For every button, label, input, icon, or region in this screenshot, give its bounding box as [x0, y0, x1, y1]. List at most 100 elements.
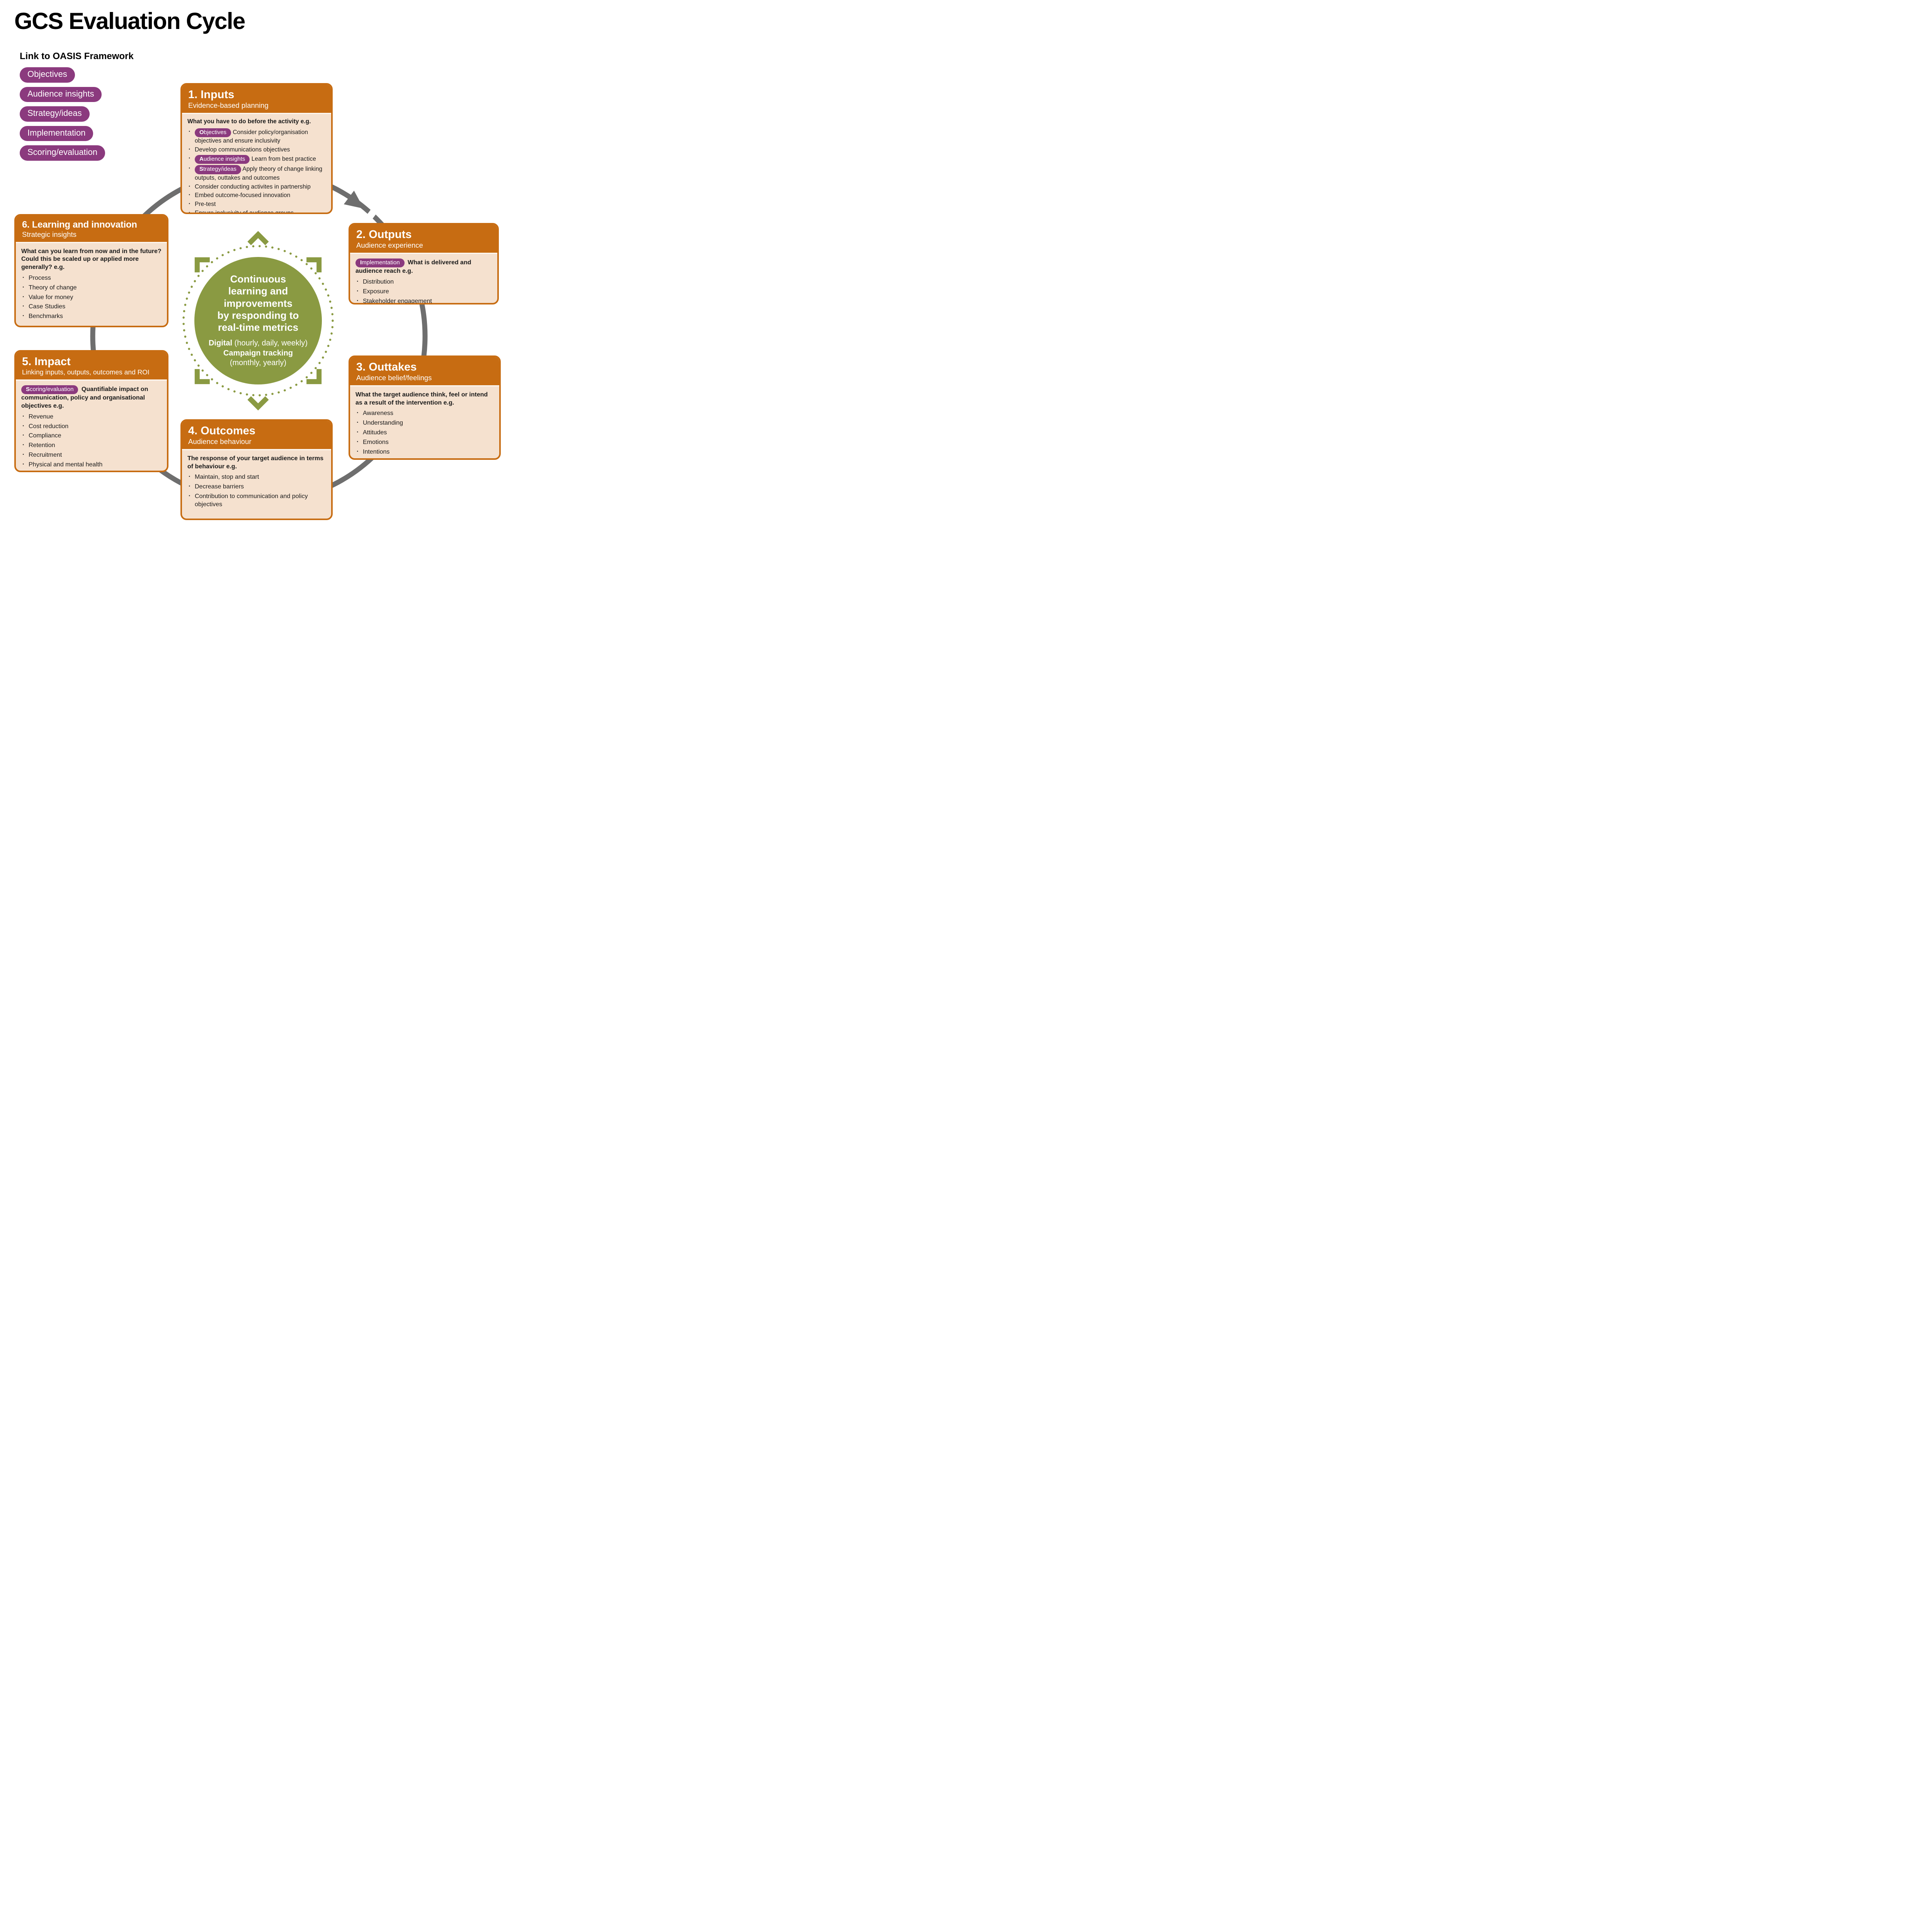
oasis-legend: Link to OASIS Framework Objectives Audie… [20, 51, 134, 165]
bullet-item: Stakeholder engagement [355, 297, 492, 303]
center-line: real-time metrics [218, 321, 299, 333]
bullet-item: Theory of change [21, 284, 162, 292]
box-5-intro: Scoring/evaluation Quantifiable impact o… [21, 385, 162, 410]
box-6-learning-innovation: 6. Learning and innovation Strategic ins… [14, 214, 168, 327]
bullet-item: Exposure [355, 287, 492, 296]
metric-detail: (monthly, yearly) [230, 359, 287, 367]
bullet-text: Value for money [29, 294, 73, 301]
oasis-pill: Objectives [195, 128, 231, 138]
center-line: improvements [224, 297, 293, 309]
gcs-evaluation-cycle-diagram: GCS Evaluation Cycle Link to OASIS Frame… [0, 0, 515, 556]
box-4-title: 4. Outcomes [188, 425, 256, 437]
bullet-item: Compliance [21, 432, 162, 440]
box-1-subtitle: Evidence-based planning [188, 101, 269, 110]
metric-label: Campaign tracking [223, 349, 293, 357]
bullet-item: Cost reduction [21, 422, 162, 431]
box-4-intro: The response of your target audience in … [187, 455, 324, 470]
box-6-title: 6. Learning and innovation [22, 219, 137, 230]
box-2-outputs: 2. Outputs Audience experience Implement… [349, 223, 499, 304]
box-4-body: The response of your target audience in … [182, 450, 331, 514]
box-3-header: 3. Outtakes Audience belief/feelings [350, 357, 499, 386]
bullet-item: Revenue [21, 413, 162, 421]
center-message: Continuous learning and improvements by … [218, 273, 299, 333]
bullet-item: Emotions [355, 438, 494, 447]
box-3-subtitle: Audience belief/feelings [356, 374, 432, 382]
bullet-text: Pre-test [195, 201, 216, 208]
bullet-item: Contribution to communication and policy… [187, 492, 326, 509]
page-title: GCS Evaluation Cycle [14, 8, 245, 34]
oasis-pill: Audience insights [195, 155, 250, 164]
metric-detail: (hourly, daily, weekly) [234, 339, 308, 348]
bullet-text: Intentions [363, 448, 390, 455]
bullet-item: Awareness [355, 409, 494, 418]
bullet-text: Measurements of KPIs [29, 471, 91, 472]
bullet-item: Process [21, 274, 162, 282]
box-3-title: 3. Outtakes [356, 361, 417, 373]
box-6-header: 6. Learning and innovation Strategic ins… [16, 216, 167, 243]
center-line: learning and [228, 285, 288, 297]
bullet-text: Attitudes [363, 429, 387, 436]
bullet-text: Revenue [29, 413, 54, 420]
bullet-item: Audience insights Learn from best practi… [187, 155, 326, 164]
bullet-text: Develop communications objectives [195, 146, 290, 153]
chevron-nw-icon [194, 257, 210, 272]
dotted-ring [182, 245, 334, 396]
center-line: by responding to [217, 309, 299, 321]
bullet-text: Process [29, 274, 51, 281]
bullet-text: Distribution [363, 279, 394, 286]
bullet-text: Retention [29, 442, 55, 449]
box-4-subtitle: Audience behaviour [188, 437, 252, 446]
box-5-impact: 5. Impact Linking inputs, outputs, outco… [14, 350, 168, 472]
box-6-body: What can you learn from now and in the f… [16, 243, 167, 326]
box-4-header: 4. Outcomes Audience behaviour [182, 421, 331, 450]
oasis-pill-implementation: Implementation [20, 126, 94, 141]
box-2-intro: Implementation What is delivered and aud… [355, 258, 492, 276]
chevron-ne-icon [306, 257, 322, 272]
metric-label: Digital [208, 339, 233, 348]
center-line: Continuous [230, 273, 286, 285]
box-5-header: 5. Impact Linking inputs, outputs, outco… [16, 352, 167, 381]
bullet-item: Retention [21, 441, 162, 450]
box-5-subtitle: Linking inputs, outputs, outcomes and RO… [22, 368, 150, 376]
box-1-inputs: 1. Inputs Evidence-based planning What y… [180, 83, 333, 214]
bullet-item: Consider conducting activites in partner… [187, 183, 326, 191]
bullet-text: Learn from best practice [251, 155, 316, 162]
bullet-text: Case Studies [29, 303, 66, 310]
bullet-item: Benchmarks [21, 312, 162, 321]
bullet-item: Maintain, stop and start [187, 473, 326, 481]
box-1-title: 1. Inputs [188, 88, 235, 101]
box-3-body: What the target audience think, feel or … [350, 386, 499, 458]
bullet-text: Recruitment [29, 451, 62, 458]
oasis-pill: Strategy/ideas [195, 165, 241, 174]
oasis-pill: Implementation [355, 258, 405, 268]
bullet-item: Strategy/ideas Apply theory of change li… [187, 165, 326, 182]
box-1-header: 1. Inputs Evidence-based planning [182, 85, 331, 114]
bullet-item: Physical and mental health [21, 461, 162, 469]
chevron-sw-icon [194, 369, 210, 384]
bullet-item: Distribution [355, 278, 492, 286]
bullet-text: Decrease barriers [195, 483, 244, 490]
ring-gap [362, 204, 380, 225]
intro-text: Quantifiable impact on communication, po… [21, 386, 148, 409]
bullet-item: Decrease barriers [187, 483, 326, 491]
center-metrics: Digital (hourly, daily, weekly) Campaign… [209, 338, 308, 368]
bullet-item: Recruitment [21, 451, 162, 459]
metric-campaign-tracking: Campaign tracking (monthly, yearly) [209, 349, 308, 368]
bullet-item: Measurements of KPIs [21, 470, 162, 472]
bullet-item: Develop communications objectives [187, 146, 326, 154]
box-6-intro: What can you learn from now and in the f… [21, 248, 162, 271]
box-2-subtitle: Audience experience [356, 241, 423, 250]
bullet-item: Attitudes [355, 429, 494, 437]
box-5-body: Scoring/evaluation Quantifiable impact o… [16, 381, 167, 472]
oasis-pill: Scoring/evaluation [21, 385, 78, 395]
oasis-legend-heading: Link to OASIS Framework [20, 51, 134, 61]
bullet-text: Theory of change [29, 284, 77, 291]
bullet-text: Exposure [363, 288, 389, 295]
metric-digital: Digital (hourly, daily, weekly) [209, 338, 308, 349]
bullet-text: Awareness [363, 410, 393, 417]
bullet-item: Objectives Consider policy/organisation … [187, 128, 326, 145]
oasis-pill-objectives: Objectives [20, 67, 75, 83]
box-5-title: 5. Impact [22, 355, 71, 368]
box-1-intro: What you have to do before the activity … [187, 118, 311, 125]
box-6-subtitle: Strategic insights [22, 230, 77, 239]
